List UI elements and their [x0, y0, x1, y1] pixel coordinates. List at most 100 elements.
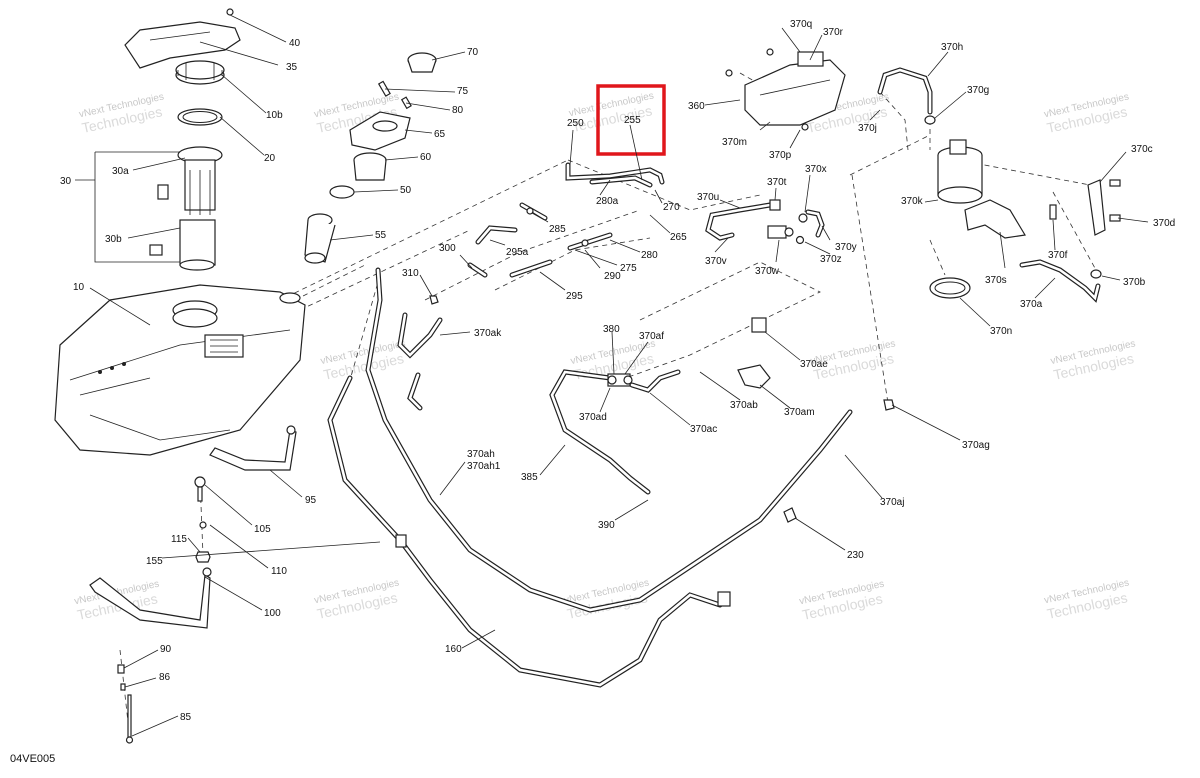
- canister-bracket-370c[interactable]: [1087, 179, 1121, 236]
- callout-370f: 370f: [1048, 250, 1068, 261]
- callout-35: 35: [286, 62, 298, 73]
- callout-370v: 370v: [705, 256, 727, 267]
- fuel-cap[interactable]: [407, 52, 437, 73]
- lock-ring[interactable]: [175, 60, 225, 85]
- strap-bolt-85[interactable]: [117, 664, 134, 744]
- fuel-line-385[interactable]: [549, 369, 651, 495]
- hose-370u[interactable]: [705, 202, 773, 241]
- hose-370a[interactable]: [1019, 259, 1101, 303]
- callout-370a: 370a: [1020, 299, 1043, 310]
- push-clip-230[interactable]: [783, 507, 797, 523]
- clamp-370g[interactable]: [924, 115, 936, 125]
- callout-385: 385: [521, 472, 538, 483]
- callout-310: 310: [402, 268, 419, 279]
- vent-hose-295[interactable]: [509, 259, 553, 278]
- clip-370ag[interactable]: [883, 399, 895, 411]
- hose-370ac[interactable]: [629, 369, 681, 393]
- callout-30: 30: [60, 176, 72, 187]
- callout-20: 20: [264, 153, 276, 164]
- highlight-box: [596, 84, 666, 156]
- callout-250: 250: [567, 118, 584, 129]
- canister-strap-370s[interactable]: [964, 199, 1026, 239]
- callout-370u: 370u: [697, 192, 719, 203]
- callout-255: 255: [624, 115, 641, 126]
- nut-115[interactable]: [195, 521, 211, 563]
- callout-40: 40: [289, 38, 301, 49]
- fuel-tank[interactable]: [54, 284, 306, 456]
- callout-85: 85: [180, 712, 192, 723]
- tank-strap-left[interactable]: [89, 567, 212, 629]
- callout-280a: 280a: [596, 196, 619, 207]
- filler-hose[interactable]: [304, 213, 336, 264]
- callout-370ab: 370ab: [730, 400, 758, 411]
- callout-70: 70: [467, 47, 479, 58]
- tank-strap-right[interactable]: [209, 425, 297, 471]
- callout-86: 86: [159, 672, 171, 683]
- callout-275: 275: [620, 263, 637, 274]
- vent-hose-280a[interactable]: [589, 175, 653, 188]
- callout-370x: 370x: [805, 164, 827, 175]
- callout-370t: 370t: [767, 177, 787, 188]
- clamp-370b[interactable]: [1090, 269, 1102, 279]
- callout-10: 10: [73, 282, 85, 293]
- vent-hose-295a[interactable]: [475, 225, 518, 245]
- bolt-105[interactable]: [194, 476, 206, 502]
- callout-95: 95: [305, 495, 317, 506]
- callout-285: 285: [549, 224, 566, 235]
- callout-30b: 30b: [105, 234, 122, 245]
- callout-370ae: 370ae: [800, 359, 828, 370]
- long-line-370ah[interactable]: [365, 267, 853, 613]
- vent-fittings-285[interactable]: [519, 202, 548, 221]
- clip-310[interactable]: [429, 295, 439, 305]
- filler-clamp[interactable]: [329, 185, 355, 199]
- callout-370d: 370d: [1153, 218, 1175, 229]
- callout-370am: 370am: [784, 407, 815, 418]
- callout-370ak: 370ak: [474, 328, 502, 339]
- callout-115: 115: [171, 534, 187, 545]
- callout-290: 290: [604, 271, 621, 282]
- callout-370ah1: 370ah1: [467, 461, 501, 472]
- callout-370ad: 370ad: [579, 412, 607, 423]
- bracket-370am[interactable]: [737, 364, 771, 389]
- callout-370b: 370b: [1123, 277, 1146, 288]
- callout-55: 55: [375, 230, 387, 241]
- callout-360: 360: [688, 101, 705, 112]
- vent-hose-370ak[interactable]: [397, 312, 443, 411]
- callout-370m: 370m: [722, 137, 747, 148]
- valve-370af[interactable]: [607, 373, 633, 387]
- clamps-370x-370z[interactable]: [795, 213, 808, 245]
- filler-flange[interactable]: [349, 111, 411, 151]
- clip-370f[interactable]: [1049, 204, 1057, 220]
- fuel-line-155-160[interactable]: [327, 375, 731, 688]
- callout-370ac: 370ac: [690, 424, 717, 435]
- fuel-pump-module[interactable]: [149, 146, 223, 271]
- charcoal-canister-370k[interactable]: [937, 139, 983, 204]
- fitting-370t[interactable]: [769, 199, 781, 211]
- callout-10b: 10b: [266, 110, 283, 121]
- valve-370ae[interactable]: [751, 317, 767, 333]
- callout-370j: 370j: [858, 123, 877, 134]
- filler-tube[interactable]: [353, 152, 387, 181]
- callout-80: 80: [452, 105, 464, 116]
- callout-370s: 370s: [985, 275, 1007, 286]
- callout-295a: 295a: [506, 247, 529, 258]
- purge-valve-370m[interactable]: [725, 48, 846, 131]
- vent-hose-370h[interactable]: [877, 67, 933, 115]
- fuel-pump-gasket[interactable]: [177, 108, 223, 126]
- vent-hose-280[interactable]: [567, 232, 613, 251]
- vent-line-250[interactable]: [565, 162, 665, 185]
- ring-370n[interactable]: [929, 277, 971, 299]
- callout-65: 65: [434, 129, 446, 140]
- callout-30a: 30a: [112, 166, 129, 177]
- callout-230: 230: [847, 550, 864, 561]
- callout-380: 380: [603, 324, 620, 335]
- callout-100: 100: [264, 608, 281, 619]
- callout-295: 295: [566, 291, 583, 302]
- callout-300: 300: [439, 243, 456, 254]
- callout-60: 60: [420, 152, 432, 163]
- elbow-370y[interactable]: [805, 209, 825, 238]
- fuel-tank-heat-shield[interactable]: [124, 8, 241, 69]
- callout-370g: 370g: [967, 85, 989, 96]
- valve-370w[interactable]: [767, 225, 794, 239]
- tee-fitting-300[interactable]: [467, 262, 488, 278]
